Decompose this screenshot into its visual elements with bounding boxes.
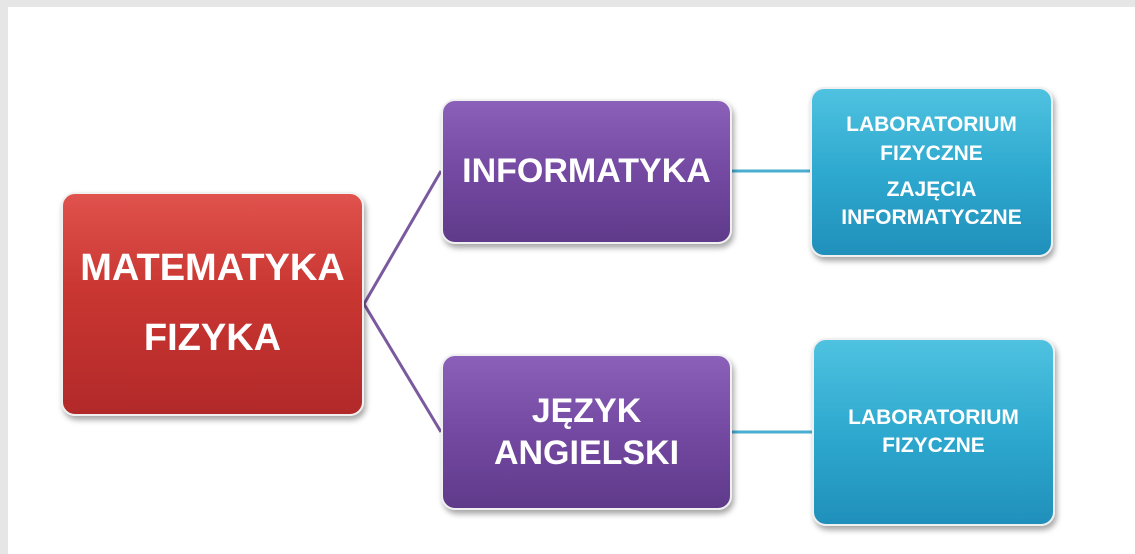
branch-informatyka-label: INFORMATYKA: [462, 152, 711, 191]
branch-jezyk-label-line1: JĘZYK: [531, 391, 642, 430]
leaf-node-informatyka: LABORATORIUM FIZYCZNE ZAJĘCIA INFORMATYC…: [810, 87, 1053, 257]
root-label-line1: MATEMATYKA: [80, 247, 345, 290]
leaf-jezyk-item-1: LABORATORIUM FIZYCZNE: [848, 405, 1019, 457]
branch-node-jezyk-angielski: JĘZYK ANGIELSKI: [441, 354, 732, 510]
leaf-informatyka-item-1: LABORATORIUM FIZYCZNE: [846, 113, 1017, 165]
connector-root-informatyka: [362, 170, 443, 305]
leaf-node-jezyk: LABORATORIUM FIZYCZNE: [812, 338, 1055, 526]
connector-root-jezyk: [362, 303, 443, 433]
branch-jezyk-label-line2: ANGIELSKI: [493, 434, 680, 472]
root-node: MATEMATYKA FIZYKA: [61, 192, 364, 416]
branch-node-informatyka: INFORMATYKA: [441, 99, 732, 244]
leaf-informatyka-item-2: ZAJĘCIA INFORMATYCZNE: [841, 178, 1022, 230]
root-label-line2: FIZYKA: [143, 317, 282, 359]
